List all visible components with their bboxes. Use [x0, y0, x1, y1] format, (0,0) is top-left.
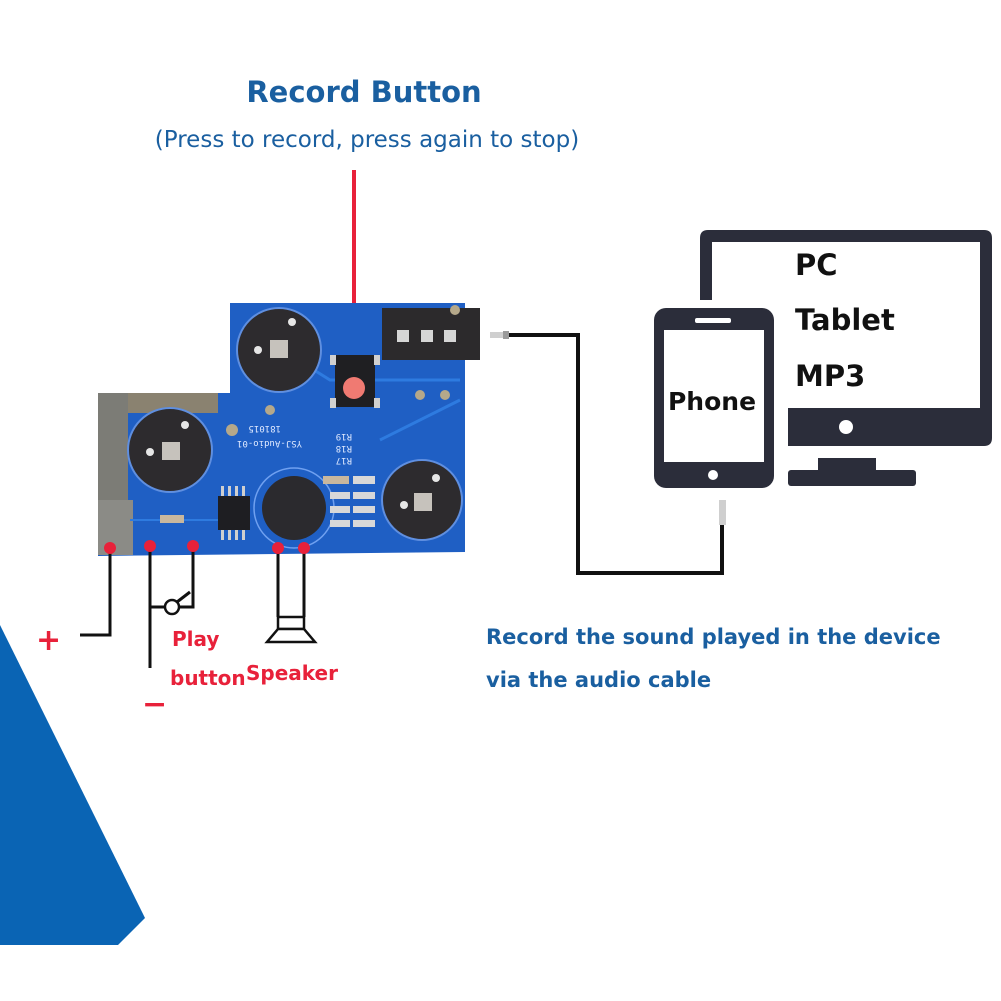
speaker-icon: [264, 548, 318, 644]
device-label-phone: Phone: [668, 387, 756, 416]
play-button-label-line1: Play: [172, 627, 219, 651]
speaker-label: Speaker: [246, 661, 338, 685]
monitor-icon: [700, 230, 992, 486]
corner-decoration: [0, 625, 145, 945]
pcb-ref-label: R18: [336, 443, 352, 453]
microphone-icon: [253, 467, 335, 549]
device-label-pc: PC: [795, 248, 838, 282]
solder-points: [104, 540, 310, 554]
minus-sign: −: [142, 687, 167, 722]
pcb-board-date: 181015: [248, 423, 281, 433]
record-push-button[interactable]: [330, 355, 380, 408]
caption-line2: via the audio cable: [486, 668, 711, 692]
pcb-board-name: YSJ-Audio-01: [237, 438, 302, 448]
audio-cable: [490, 331, 726, 575]
record-button-title: Record Button: [246, 75, 481, 109]
caption-line1: Record the sound played in the device: [486, 625, 941, 649]
battery-holder-icon: [236, 307, 322, 393]
play-button-label-line2: button: [170, 666, 246, 690]
plus-sign: +: [36, 623, 61, 658]
battery-holder-icon: [127, 407, 213, 493]
pcb-ref-label: R19: [336, 431, 352, 441]
pcb-board: YSJ-Audio-01 181015 R19 R18 R17: [98, 303, 480, 556]
play-button-switch-icon: [148, 548, 195, 668]
battery-holder-icon: [381, 459, 463, 541]
pcb-ref-label: R17: [336, 455, 352, 465]
audio-jack-icon: [382, 308, 480, 360]
phone-icon: [654, 308, 774, 488]
smd-components: [160, 476, 375, 527]
record-button-subtitle: (Press to record, press again to stop): [155, 127, 579, 153]
power-plus-wire: [80, 548, 112, 637]
ic-chip-icon: [218, 486, 250, 540]
device-label-tablet: Tablet: [795, 303, 895, 337]
device-label-mp3: MP3: [795, 359, 865, 393]
